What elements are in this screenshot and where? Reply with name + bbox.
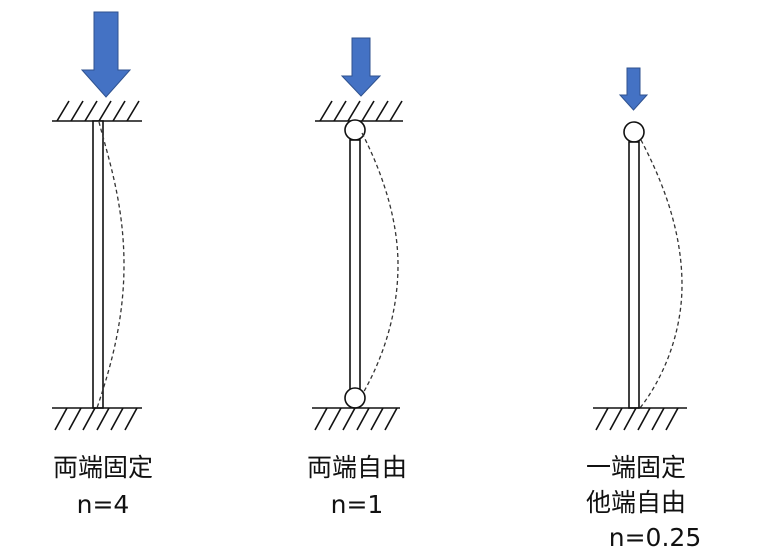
bottom-fixed-support <box>52 407 142 431</box>
fixed-free-title-line2: 他端自由 <box>585 488 686 517</box>
load-arrow-large-icon <box>80 11 132 98</box>
buckled-shape-dashed <box>96 121 125 409</box>
bottom-fixed-support <box>593 407 687 431</box>
fixed-free-title-line1: 一端固定 <box>585 453 686 482</box>
top-pinned-support <box>315 100 403 122</box>
buckled-shape-dashed <box>361 132 399 396</box>
fixed-fixed-coefficient: n=4 <box>76 490 130 519</box>
load-arrow-medium-icon <box>340 37 382 97</box>
bottom-hinge-icon <box>344 387 366 409</box>
fixed-fixed-column-group <box>52 11 142 431</box>
buckled-shape-dashed <box>639 139 683 409</box>
free-end-hinge-icon <box>623 121 645 143</box>
column-bar <box>349 139 361 391</box>
top-fixed-support <box>52 100 142 122</box>
bottom-pinned-support <box>312 407 400 431</box>
pinned-pinned-title: 両端自由 <box>306 453 407 482</box>
load-arrow-small-icon <box>618 67 649 111</box>
column-bar <box>628 141 640 409</box>
fixed-fixed-title: 両端固定 <box>52 453 153 482</box>
pinned-pinned-coefficient: n=1 <box>330 490 384 519</box>
fixed-free-coefficient: n=0.25 <box>608 523 702 552</box>
top-hinge-icon <box>344 119 366 141</box>
fixed-free-column-group <box>593 67 687 431</box>
pinned-pinned-column-group <box>312 37 403 431</box>
column-bar <box>92 120 104 409</box>
